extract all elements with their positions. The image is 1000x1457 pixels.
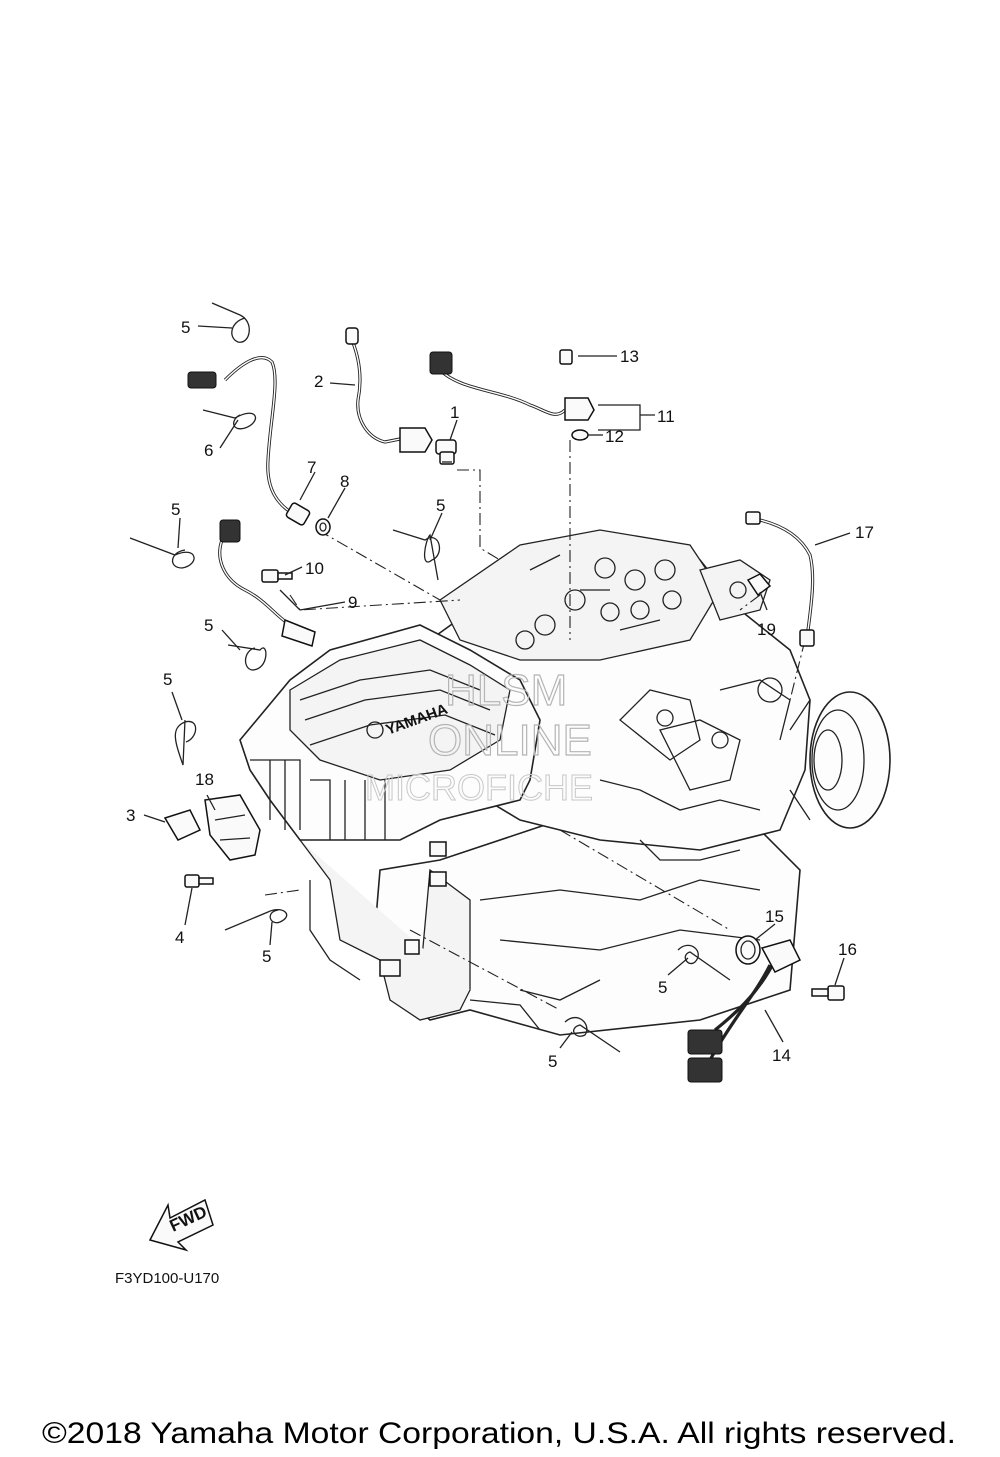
part-4-bolt [184,874,214,888]
callout-5-c: 5 [436,496,445,515]
callout-6: 6 [204,441,213,460]
watermark-line-2: ONLINE [428,716,592,765]
callout-labels: 1 2 3 4 5 5 5 5 5 5 5 5 5 6 7 8 9 10 11 … [126,318,874,1071]
callout-7: 7 [307,458,316,477]
part-19-clip [746,573,772,597]
callout-18: 18 [195,770,214,789]
callout-5-g: 5 [658,978,667,997]
fwd-arrow: FWD [148,1198,214,1252]
part-2-sensor-lead [345,327,433,453]
callout-11: 11 [657,407,675,426]
part-9-sensor [218,519,316,647]
callout-leaders [143,325,851,1049]
callout-8: 8 [340,472,349,491]
callout-13: 13 [620,347,639,366]
callout-5-b: 5 [171,500,180,519]
part-1-sensor [435,439,457,465]
callout-4: 4 [175,928,184,947]
watermark-line-1: HLSM [445,666,567,715]
callout-5-d: 5 [204,616,213,635]
callout-5-f: 5 [262,947,271,966]
callout-17: 17 [855,523,874,542]
watermark: HLSM ONLINE MICROFICHE [365,665,594,808]
watermark-line-3: MICROFICHE [365,767,593,808]
callout-5-e: 5 [163,670,172,689]
callout-10: 10 [305,559,324,578]
engine-assembly: YAMAHA [239,529,891,1036]
drawing-code: F3YD100-U170 [115,1270,219,1287]
callout-3: 3 [126,806,135,825]
part-15-gasket [735,935,761,965]
callout-1: 1 [450,403,459,422]
leader-lines [264,440,806,1011]
callout-15: 15 [765,907,784,926]
part-11-sensor [429,349,595,441]
callout-5-h: 5 [548,1052,557,1071]
callout-2: 2 [314,372,323,391]
callout-16: 16 [838,940,857,959]
part-8-o-ring [315,518,331,536]
callout-5-a: 5 [181,318,190,337]
part-5-cable-ties [129,302,731,1053]
part-3-sensor [163,809,202,841]
callout-14: 14 [772,1046,791,1065]
callout-12: 12 [605,427,624,446]
part-16-bolt [811,985,845,1001]
part-7-sensor-harness [187,356,311,526]
part-14-harness [687,939,802,1083]
copyright-notice: ©2018 Yamaha Motor Corporation, U.S.A. A… [42,1417,956,1450]
callout-9: 9 [348,593,357,612]
part-18-bracket [204,794,261,861]
part-10-bolt [261,569,293,583]
part-17-sensor [745,511,815,647]
callout-19: 19 [757,620,776,639]
